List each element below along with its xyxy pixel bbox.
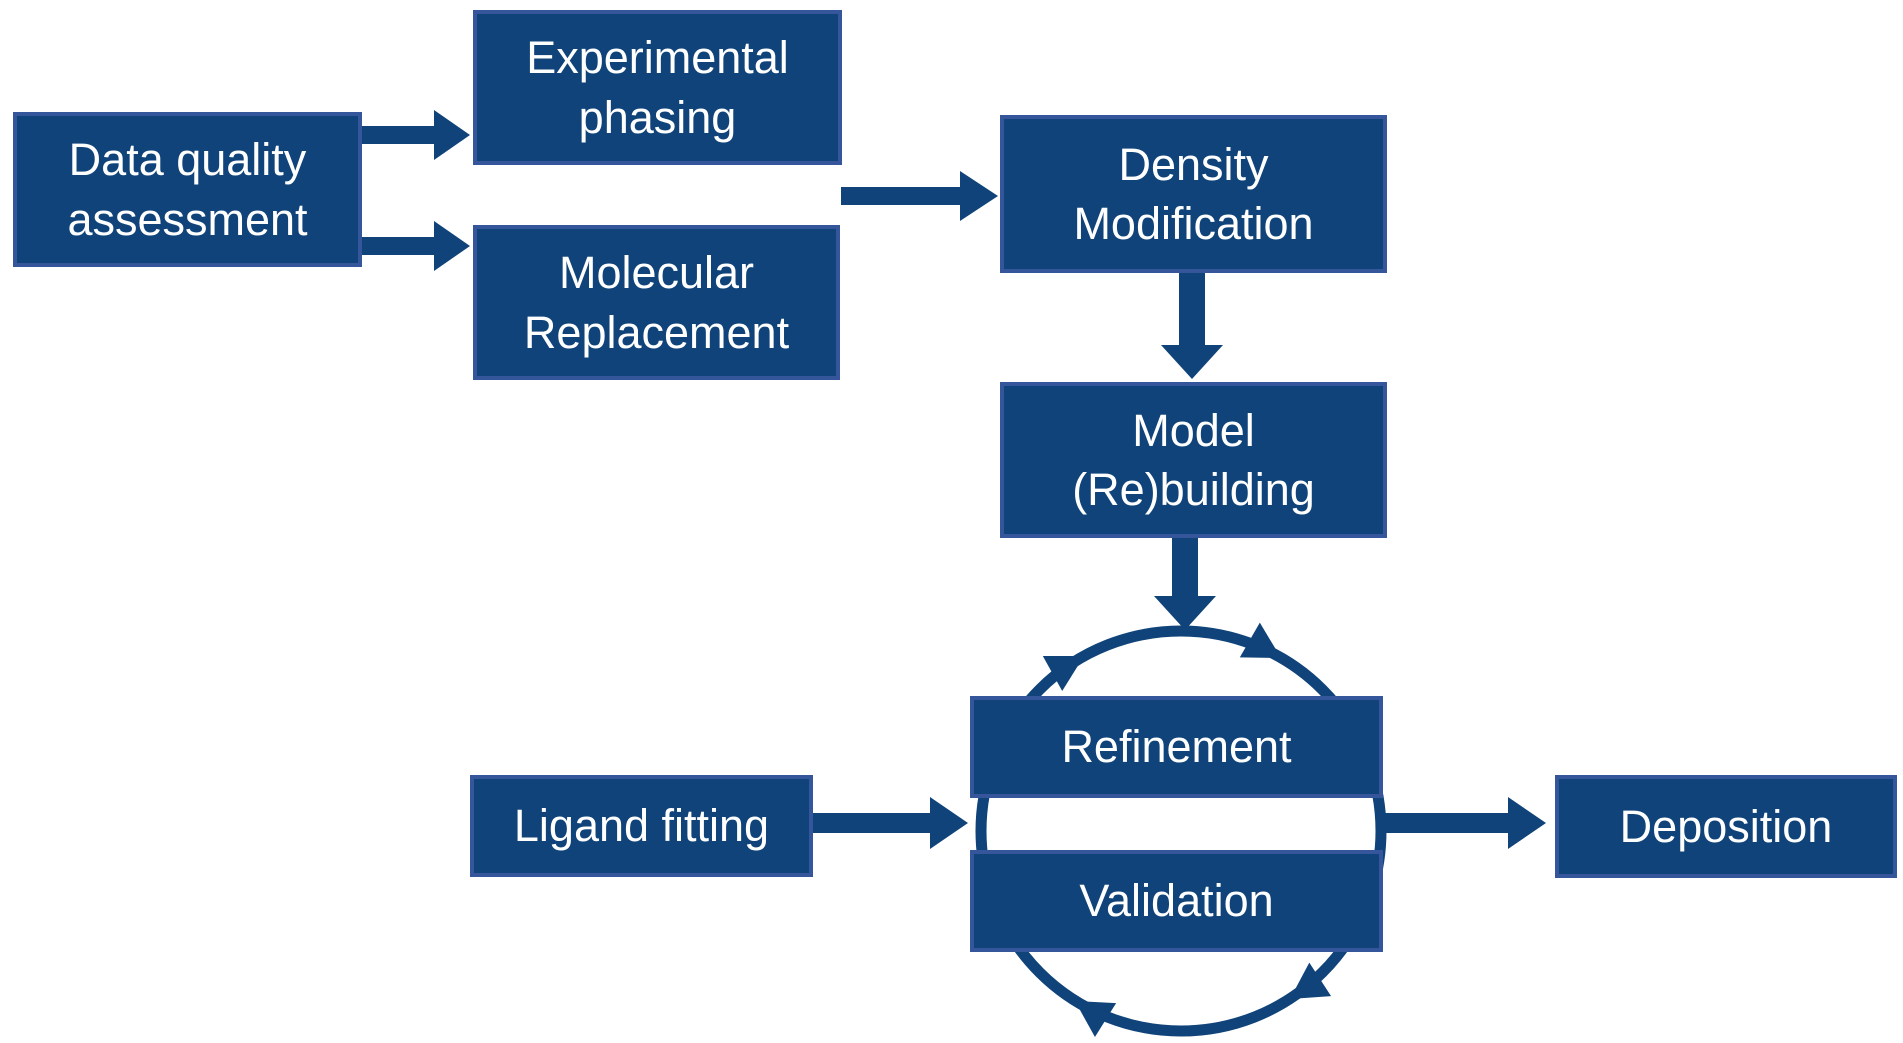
node-experimental-phasing: Experimental phasing <box>473 10 842 165</box>
node-label: Experimental phasing <box>526 32 789 143</box>
arrow-cycle-to-deposition-icon <box>1382 797 1546 849</box>
arrow-data-quality-to-experimental-phasing-icon <box>362 110 470 160</box>
cycle-arrowhead-bottom-left-icon <box>1075 1001 1117 1038</box>
cycle-arrowhead-top-left-icon <box>1042 655 1084 691</box>
node-refinement: Refinement <box>970 696 1383 798</box>
node-density-modification: Density Modification <box>1000 115 1387 273</box>
node-label: Data quality assessment <box>67 134 308 245</box>
node-label: Ligand fitting <box>513 800 770 852</box>
node-model-rebuilding: Model (Re)building <box>1000 382 1387 538</box>
refinement-validation-cycle-ring <box>975 625 1387 1037</box>
arrow-phasing-to-density-modification-icon <box>841 171 998 221</box>
arrow-density-modification-to-model-rebuilding-icon <box>1161 273 1223 379</box>
node-label: Validation <box>1079 875 1274 927</box>
node-label: Model (Re)building <box>1072 404 1315 515</box>
node-validation: Validation <box>970 850 1383 952</box>
node-data-quality-assessment: Data quality assessment <box>13 112 362 267</box>
node-label: Density Modification <box>1073 138 1314 249</box>
node-label: Refinement <box>1061 721 1292 773</box>
node-molecular-replacement: Molecular Replacement <box>473 225 840 380</box>
node-deposition: Deposition <box>1555 775 1897 878</box>
arrow-model-rebuilding-to-cycle-icon <box>1154 538 1216 630</box>
node-label: Deposition <box>1619 800 1833 852</box>
arrow-data-quality-to-molecular-replacement-icon <box>362 221 470 271</box>
arrow-ligand-fitting-to-cycle-icon <box>813 797 968 849</box>
cycle-arrowhead-bottom-right-icon <box>1290 962 1332 999</box>
node-label: Molecular Replacement <box>523 247 790 358</box>
cycle-arrowhead-top-right-icon <box>1239 622 1281 658</box>
node-ligand-fitting: Ligand fitting <box>470 775 813 877</box>
